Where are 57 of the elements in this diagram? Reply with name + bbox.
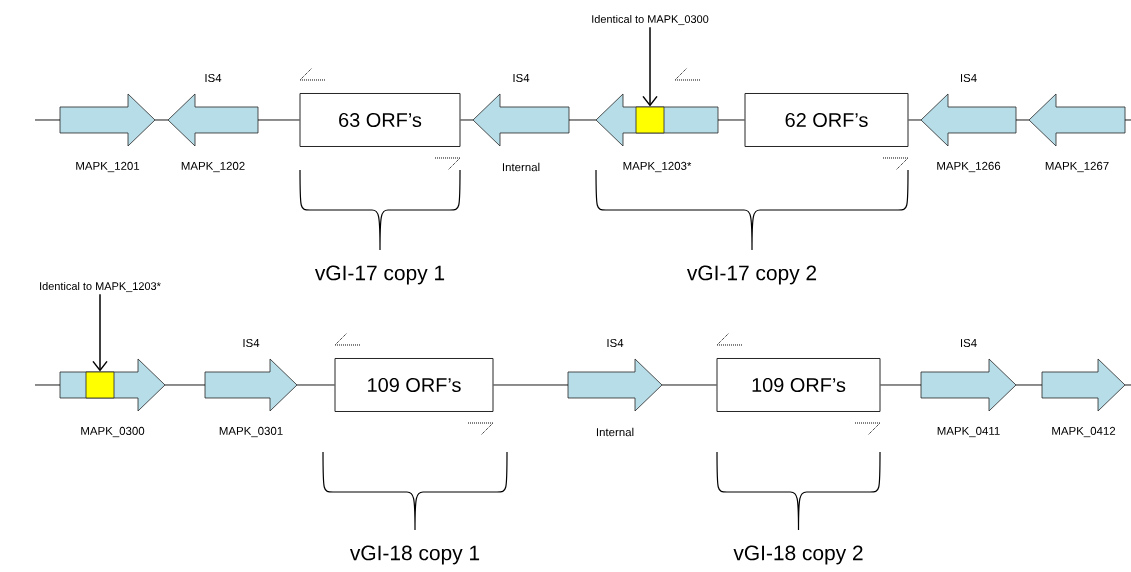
gene-label: MAPK_0411 xyxy=(937,426,1000,438)
gene-block xyxy=(472,93,570,147)
gene-label: MAPK_0300 xyxy=(81,426,145,438)
gene-block xyxy=(920,93,1017,147)
element-label: IS4 xyxy=(961,338,977,348)
backbone-line xyxy=(34,119,61,121)
element-label: IS4 xyxy=(607,338,624,348)
leader-arrow xyxy=(92,293,108,372)
element-label: IS4 xyxy=(243,338,260,348)
brace-label: vGI-17 copy 1 xyxy=(314,265,445,285)
backbone-line xyxy=(34,384,61,386)
leader-arrow xyxy=(642,26,658,107)
orf-box: 63 ORF’s xyxy=(299,93,461,147)
backbone-line xyxy=(661,384,717,386)
gene-block xyxy=(567,358,663,412)
backbone-line xyxy=(1015,119,1030,121)
brace-label: vGI-18 copy 2 xyxy=(733,545,863,565)
backbone-line xyxy=(257,119,300,121)
backbone-line xyxy=(568,119,597,121)
highlighted-region xyxy=(635,106,665,134)
orf-box: 109 ORF’s xyxy=(334,358,494,412)
element-label: IS4 xyxy=(513,73,530,83)
backbone-line xyxy=(296,384,335,386)
element-label: IS4 xyxy=(205,73,222,83)
backbone-line xyxy=(1124,384,1131,386)
backbone-line xyxy=(717,119,745,121)
element-label: IS4 xyxy=(961,73,977,83)
gene-block xyxy=(1028,93,1126,147)
gene-label: Internal xyxy=(502,162,540,172)
annotation-text: Identical to MAPK_1203* xyxy=(40,281,161,293)
backbone-line xyxy=(493,384,569,386)
gene-label: MAPK_1267 xyxy=(1045,161,1109,173)
gene-label: Internal xyxy=(596,427,634,437)
gene-label: MAPK_1202 xyxy=(181,161,245,173)
backbone-line xyxy=(908,119,922,121)
backbone-line xyxy=(154,119,169,121)
gene-block xyxy=(1041,358,1126,412)
backbone-line xyxy=(460,119,474,121)
gene-block xyxy=(204,358,298,412)
orf-box: 109 ORF’s xyxy=(716,358,881,412)
brace-label: vGI-17 copy 2 xyxy=(686,265,817,285)
gene-label: MAPK_1201 xyxy=(76,161,140,173)
brace-label: vGI-18 copy 1 xyxy=(349,545,480,565)
gene-label: MAPK_0412 xyxy=(1052,426,1116,438)
gene-label: MAPK_1203* xyxy=(623,161,692,173)
gene-label: MAPK_0301 xyxy=(219,426,283,438)
orf-box: 62 ORF’s xyxy=(744,93,909,147)
backbone-line xyxy=(880,384,922,386)
gene-label: MAPK_1266 xyxy=(937,161,1001,173)
gene-block xyxy=(167,93,259,147)
backbone-line xyxy=(1124,119,1131,121)
gene-block xyxy=(59,93,156,147)
gene-block xyxy=(920,358,1017,412)
annotation-text: Identical to MAPK_0300 xyxy=(592,14,709,26)
backbone-line xyxy=(164,384,206,386)
backbone-line xyxy=(1015,384,1043,386)
highlighted-region xyxy=(85,371,115,399)
